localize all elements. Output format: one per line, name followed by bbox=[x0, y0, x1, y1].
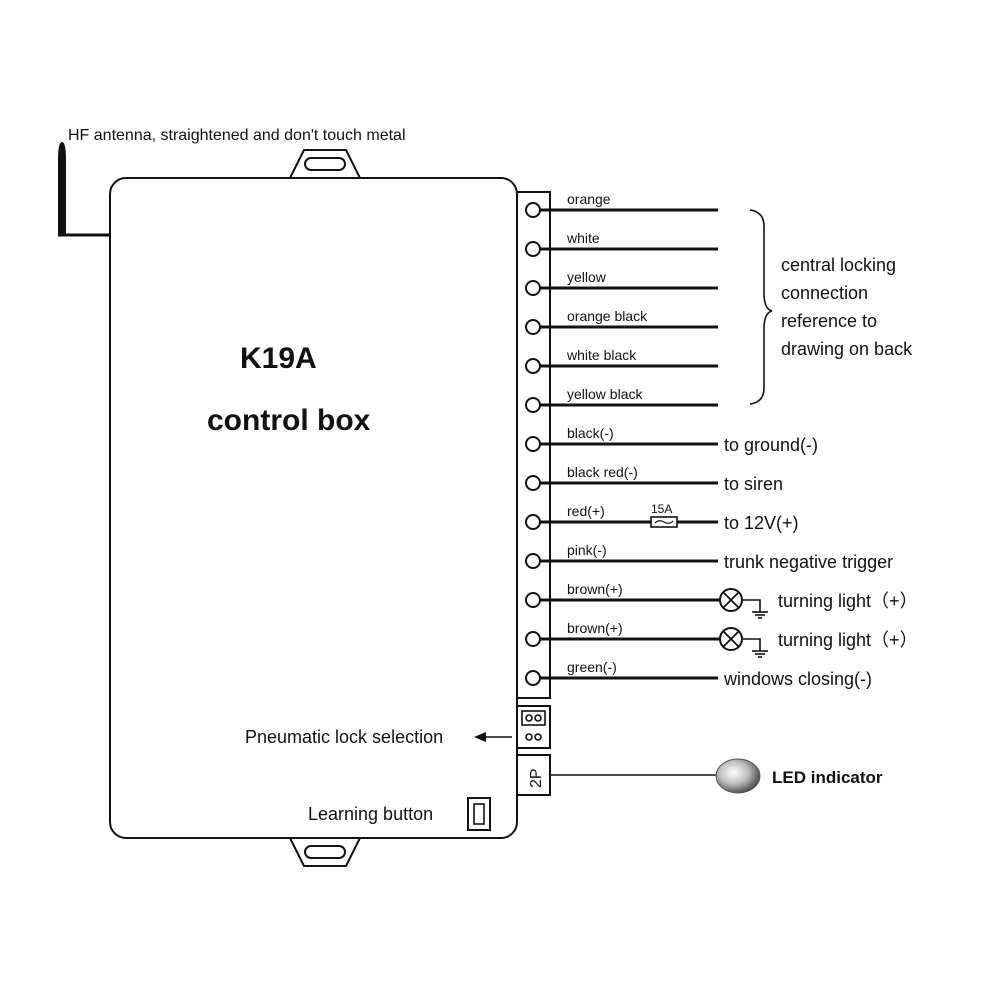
wire-row: brown(+) turning light（+） bbox=[525, 620, 918, 658]
terminal-icon bbox=[525, 670, 541, 686]
learning-button[interactable] bbox=[467, 797, 491, 831]
top-mounting-tab bbox=[288, 149, 362, 179]
connector-2p-label: 2P bbox=[528, 768, 545, 788]
wire-color-label: orange black bbox=[567, 308, 648, 324]
wire-row: black(-) to ground(-) bbox=[525, 425, 818, 455]
wire-destination: turning light（+） bbox=[778, 591, 918, 611]
connector-2p: 2P bbox=[516, 754, 551, 796]
wire-color-label: pink(-) bbox=[567, 542, 607, 558]
wire-row: pink(-) trunk negative trigger bbox=[525, 542, 893, 572]
terminal-icon bbox=[525, 553, 541, 569]
wire-row: orange black bbox=[525, 308, 718, 335]
pneumatic-arrow-icon bbox=[474, 732, 512, 742]
terminal-icon bbox=[525, 319, 541, 335]
central-locking-line-1: central locking bbox=[781, 255, 896, 275]
fuse-label: 15A bbox=[651, 502, 672, 516]
wire-destination: to 12V(+) bbox=[724, 513, 799, 533]
central-locking-line-4: drawing on back bbox=[781, 339, 913, 359]
central-locking-line-2: connection bbox=[781, 283, 868, 303]
lamp-icon bbox=[719, 588, 743, 612]
terminal-icon bbox=[525, 358, 541, 374]
antenna: HF antenna, straightened and don't touch… bbox=[58, 127, 406, 237]
wire-color-label: brown(+) bbox=[567, 620, 623, 636]
wire-color-label: red(+) bbox=[567, 503, 605, 519]
terminal-icon bbox=[525, 631, 541, 647]
wire-color-label: black red(-) bbox=[567, 464, 638, 480]
led-indicator-icon bbox=[715, 758, 761, 794]
wire-row: white black bbox=[525, 347, 718, 374]
wire-color-label: yellow black bbox=[567, 386, 643, 402]
wire-destination: to ground(-) bbox=[724, 435, 818, 455]
wire-row: yellow black bbox=[525, 386, 718, 413]
wire-row: green(-) windows closing(-) bbox=[525, 659, 872, 689]
wire-row: white bbox=[525, 230, 718, 257]
wire-color-label: yellow bbox=[567, 269, 607, 285]
ground-icon bbox=[742, 599, 768, 619]
terminal-icon bbox=[525, 592, 541, 608]
wire-color-label: white bbox=[566, 230, 600, 246]
learning-button-label: Learning button bbox=[308, 804, 433, 824]
ground-icon bbox=[742, 638, 768, 658]
terminal-icon bbox=[525, 514, 541, 530]
wire-destination: windows closing(-) bbox=[723, 669, 872, 689]
bottom-mounting-tab bbox=[288, 837, 362, 867]
control-box-model: K19A bbox=[240, 342, 317, 375]
control-box-name: control box bbox=[207, 404, 371, 437]
fuse-icon bbox=[650, 516, 678, 528]
wire-row: brown(+) turning light（+） bbox=[525, 581, 918, 619]
terminal-icon bbox=[525, 202, 541, 218]
wire-color-label: green(-) bbox=[567, 659, 617, 675]
wire-color-label: black(-) bbox=[567, 425, 614, 441]
wire-row: yellow bbox=[525, 269, 718, 296]
terminal-icon bbox=[525, 241, 541, 257]
wire-destination: to siren bbox=[724, 474, 783, 494]
wire-color-label: orange bbox=[567, 191, 611, 207]
wire-destination: turning light（+） bbox=[778, 630, 918, 650]
antenna-label: HF antenna, straightened and don't touch… bbox=[68, 127, 406, 144]
terminal-icon bbox=[525, 436, 541, 452]
wire-destination: trunk negative trigger bbox=[724, 552, 893, 572]
led-label: LED indicator bbox=[772, 768, 883, 787]
pneumatic-label: Pneumatic lock selection bbox=[245, 727, 443, 747]
terminal-icon bbox=[525, 397, 541, 413]
terminal-icon bbox=[525, 475, 541, 491]
wire-color-label: white black bbox=[566, 347, 637, 363]
wire-color-label: brown(+) bbox=[567, 581, 623, 597]
antenna-tip-icon bbox=[58, 142, 66, 235]
central-locking-brace bbox=[749, 209, 773, 405]
lamp-icon bbox=[719, 627, 743, 651]
wire-row: orange bbox=[525, 191, 718, 218]
wire-harness: orange white yellow orange black white black… bbox=[525, 191, 918, 689]
central-locking-line-3: reference to bbox=[781, 311, 877, 331]
terminal-icon bbox=[525, 280, 541, 296]
wire-row: red(+) 15A to 12V(+) bbox=[525, 502, 799, 533]
wire-row: black red(-) to siren bbox=[525, 464, 783, 494]
pneumatic-jumper[interactable] bbox=[516, 705, 551, 749]
